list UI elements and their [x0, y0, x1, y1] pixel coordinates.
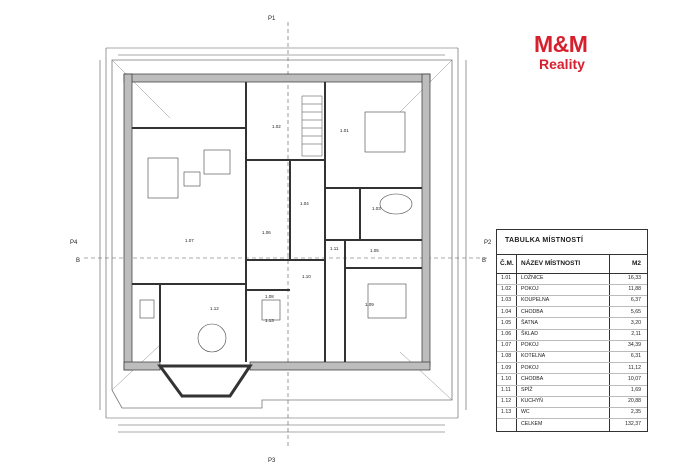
room-number: 1.05	[501, 319, 512, 326]
room-area: 16,33	[628, 275, 641, 281]
room-name: CHODBA	[521, 308, 544, 315]
room-name: CELKEM	[521, 420, 543, 427]
room-area: 5,65	[630, 308, 641, 315]
table-row: 1.10 CHODBA 10,07	[497, 374, 647, 386]
room-name: ŠKLAD	[521, 331, 539, 337]
col-room-name: NÁZEV MÍSTNOSTI	[521, 260, 581, 267]
room-area: 11,88	[628, 286, 641, 293]
room-area: 132,37	[625, 420, 641, 427]
room-number: 1.10	[501, 375, 512, 382]
table-row: 1.04 CHODBA 5,65	[497, 307, 647, 319]
room-number: 1.01	[501, 275, 512, 281]
room-area: 2,11	[631, 331, 641, 337]
room-area: 11,12	[628, 364, 641, 371]
table-row: CELKEM 132,37	[497, 419, 647, 430]
axis-marker-left: B	[76, 258, 80, 264]
svg-text:1.13: 1.13	[265, 318, 274, 323]
room-number: 1.09	[501, 364, 512, 371]
room-name: WC	[521, 409, 530, 416]
room-number: 1.02	[501, 286, 512, 293]
room-area: 3,20	[630, 319, 641, 326]
room-name: SPÍŽ	[521, 387, 533, 393]
roof-ridges	[111, 59, 453, 401]
room-name: ŠATNA	[521, 319, 538, 326]
table-row: 1.07 POKOJ 34,39	[497, 340, 647, 353]
room-table: TABULKA MÍSTNOSTÍ Č.M. NÁZEV MÍSTNOSTI M…	[496, 229, 648, 432]
table-row: 1.13 WC 2,35	[497, 407, 647, 420]
room-labels: 1.01 1.02 1.03 1.04 1.05 1.06 1.07 1.08 …	[185, 124, 381, 323]
bay-window	[157, 364, 253, 398]
room-area: 2,35	[630, 409, 641, 416]
room-area: 34,39	[628, 342, 641, 349]
table-row: 1.09 POKOJ 11,12	[497, 363, 647, 375]
room-name: POKOJ	[521, 342, 539, 349]
room-table-title: TABULKA MÍSTNOSTÍ	[505, 237, 584, 244]
svg-text:1.03: 1.03	[372, 206, 381, 211]
staircase	[301, 95, 323, 157]
svg-text:1.02: 1.02	[272, 124, 281, 129]
brand-logo-mm: M&M	[534, 31, 588, 57]
room-area: 10,07	[628, 375, 641, 382]
room-name: POKOJ	[521, 286, 539, 293]
room-number: 1.08	[501, 353, 512, 360]
brand-logo-reality: Reality	[539, 56, 585, 72]
svg-text:1.09: 1.09	[365, 302, 374, 307]
room-area: 6,37	[630, 297, 641, 304]
interior-walls	[132, 82, 422, 362]
room-number: 1.07	[501, 342, 512, 349]
section-marker-right: P2	[484, 240, 492, 246]
table-row: 1.06 ŠKLAD 2,11	[497, 329, 647, 341]
room-area: 6,31	[630, 353, 641, 360]
col-room-number: Č.M.	[500, 260, 514, 267]
dimension-lines	[84, 22, 488, 446]
section-marker-left: P4	[70, 240, 78, 246]
table-row: 1.01 LOŽNICE 16,33	[497, 273, 647, 285]
room-name: KUCHYŇ	[521, 398, 543, 405]
table-divider	[609, 254, 610, 431]
svg-text:1.04: 1.04	[300, 201, 309, 206]
room-table-header: Č.M. NÁZEV MÍSTNOSTI M2	[497, 254, 647, 274]
table-row: 1.12 KUCHYŇ 20,88	[497, 396, 647, 409]
table-row: 1.11 SPÍŽ 1,69	[497, 385, 647, 397]
room-name: KOUPELNA	[521, 297, 550, 304]
room-number: 1.11	[501, 387, 511, 393]
table-divider	[516, 254, 517, 431]
section-marker-top: P1	[268, 16, 276, 22]
svg-text:1.07: 1.07	[185, 238, 194, 243]
room-number: 1.06	[501, 331, 512, 337]
axis-marker-right: B	[482, 258, 486, 264]
room-area: 20,88	[628, 398, 641, 405]
room-name: POKOJ	[521, 364, 539, 371]
table-row: 1.03 KOUPELNA 6,37	[497, 295, 647, 308]
room-number: 1.12	[501, 398, 512, 405]
svg-text:1.08: 1.08	[265, 294, 274, 299]
svg-text:1.05: 1.05	[370, 248, 379, 253]
col-room-area: M2	[631, 260, 641, 267]
outer-walls	[123, 73, 431, 371]
svg-text:1.12: 1.12	[210, 306, 219, 311]
room-name: CHODBA	[521, 375, 544, 382]
room-area: 1,69	[630, 387, 641, 393]
brand-logo: M&M Reality	[534, 32, 614, 72]
table-row: 1.08 KOTELNA 6,31	[497, 351, 647, 364]
room-name: LOŽNICE	[521, 275, 544, 281]
room-name: KOTELNA	[521, 353, 546, 360]
room-number: 1.04	[501, 308, 512, 315]
table-row: 1.05 ŠATNA 3,20	[497, 318, 647, 330]
svg-text:1.10: 1.10	[302, 274, 311, 279]
roof-outline	[111, 59, 453, 409]
svg-text:1.01: 1.01	[340, 128, 349, 133]
svg-text:1.06: 1.06	[262, 230, 271, 235]
table-row: 1.02 POKOJ 11,88	[497, 284, 647, 297]
room-number: 1.13	[501, 409, 512, 416]
furniture	[139, 111, 413, 353]
room-number: 1.03	[501, 297, 512, 304]
section-marker-bottom: P3	[268, 458, 276, 464]
svg-text:1.11: 1.11	[330, 246, 339, 251]
